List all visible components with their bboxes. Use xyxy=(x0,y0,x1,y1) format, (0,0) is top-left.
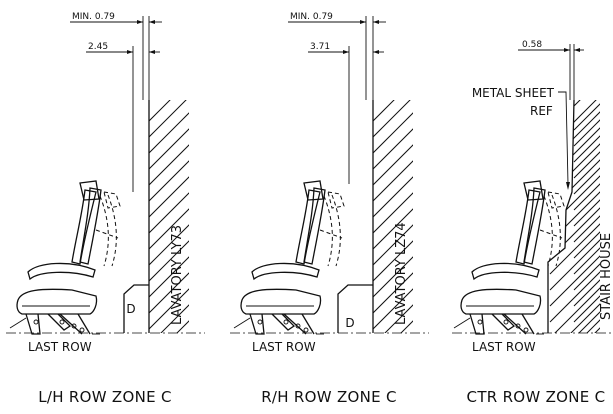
panel-lh: D LAVATORY LY73 MIN. 0.79 2.45 LAST ROW … xyxy=(6,12,205,406)
monument-label: STAIR HOUSE xyxy=(599,233,613,320)
seat-drawing xyxy=(233,180,345,335)
seat-drawing xyxy=(9,180,121,335)
door-panel xyxy=(123,284,149,333)
row-label: LAST ROW xyxy=(252,340,316,354)
door-label: D xyxy=(126,302,135,316)
dimension-clearance: 3.71 xyxy=(308,42,384,184)
zone-label: CTR ROW ZONE C xyxy=(467,388,606,406)
clearance-dim: 3.71 xyxy=(310,42,330,52)
dimension-min: MIN. 0.79 xyxy=(288,12,386,100)
dimension-clearance: 0.58 xyxy=(518,40,584,100)
min-clearance-dim: MIN. 0.79 xyxy=(290,12,333,22)
leader-arrow xyxy=(566,182,570,190)
annotation-line2: REF xyxy=(530,104,553,118)
dimension-clearance: 2.45 xyxy=(86,42,160,192)
row-label: LAST ROW xyxy=(472,340,536,354)
dimension-min: MIN. 0.79 xyxy=(70,12,162,100)
panel-rh: D LAVATORY LZ74 MIN. 0.79 3.71 LAST ROW … xyxy=(230,12,429,406)
min-clearance-dim: MIN. 0.79 xyxy=(72,12,115,22)
row-label: LAST ROW xyxy=(28,340,92,354)
annotation-line1: METAL SHEET xyxy=(472,86,555,100)
clearance-dim: 2.45 xyxy=(88,42,108,52)
stair-house-wall xyxy=(547,99,575,333)
door-panel xyxy=(337,284,373,333)
door-label: D xyxy=(345,316,354,330)
annotation-leader xyxy=(558,91,569,185)
zone-label: L/H ROW ZONE C xyxy=(38,388,172,406)
clearance-dim: 0.58 xyxy=(522,40,542,50)
monument-label: LAVATORY LZ74 xyxy=(394,222,409,325)
zone-label: R/H ROW ZONE C xyxy=(261,388,397,406)
panel-ctr: STAIR HOUSE METAL SHEET REF 0.58 LAST RO… xyxy=(452,40,613,406)
monument-label: LAVATORY LY73 xyxy=(170,225,185,325)
